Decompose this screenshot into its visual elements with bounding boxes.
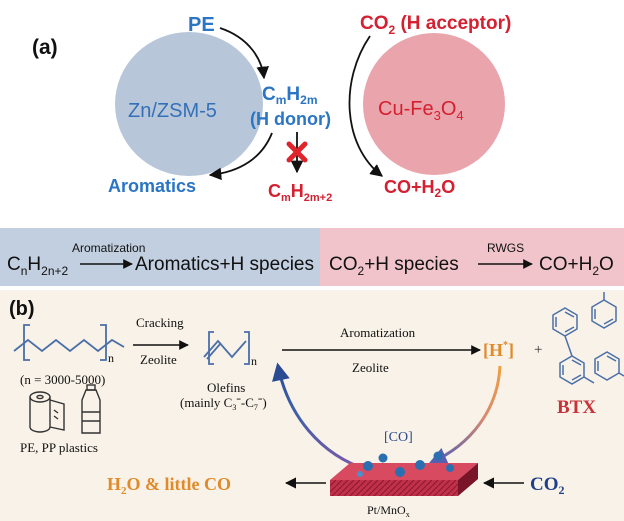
- h-species-label: [H*]: [483, 340, 514, 360]
- polymer-structure: [13, 324, 125, 361]
- band-aromatization-label: Aromatization: [72, 241, 145, 255]
- zeolite-label-2: Zeolite: [352, 360, 389, 375]
- pe-label: PE: [188, 14, 215, 36]
- panel-a-label: (a): [32, 36, 58, 59]
- btx-molecules: [552, 292, 624, 385]
- band-right: [320, 228, 624, 286]
- olefin-structure: [203, 331, 250, 365]
- band-rwgs-label: RWGS: [487, 241, 524, 255]
- band-co-h2o-label: CO+H2O: [539, 254, 614, 278]
- btx-label: BTX: [557, 397, 596, 418]
- n-range-label: (n = 3000-5000): [20, 372, 105, 387]
- reaction-band: CnH2n+2 Aromatization Aromatics+H specie…: [0, 228, 624, 286]
- cu-fe3o4-circle: [363, 33, 505, 175]
- cracking-label: Cracking: [136, 315, 184, 330]
- olefins-label: Olefins: [207, 380, 245, 395]
- pe-to-cmh2m-arrow: [219, 27, 270, 80]
- catalyst-label: Pt/MnOx: [367, 503, 410, 519]
- band-co2-h-label: CO2+H species: [329, 254, 459, 278]
- blocked-cross-icon: [286, 141, 308, 163]
- band-left: [0, 228, 320, 286]
- co2-to-coh2o-arrow: [348, 35, 383, 177]
- plus-sign: +: [534, 342, 542, 358]
- zn-zsm5-label: Zn/ZSM-5: [128, 100, 217, 122]
- co-h2o-label: CO+H2O: [384, 177, 455, 200]
- panel-b-label: (b): [9, 298, 35, 320]
- panel-b: (b) n (n = 3000-5000) PE, PP plastics: [0, 290, 624, 521]
- aromatization-label: Aromatization: [340, 325, 416, 340]
- cmh2m-to-aromatics-arrow: [208, 132, 273, 181]
- band-alkane-label: CnH2n+2: [7, 254, 69, 278]
- cmh2m-label: CmH2m: [262, 84, 317, 107]
- co2-inlet-label: CO2: [530, 474, 565, 497]
- plastic-bottle-icon: [81, 384, 101, 434]
- zn-zsm5-circle: [115, 32, 263, 176]
- h2o-little-co-label: H2O & little CO: [107, 474, 231, 497]
- catalyst-slab: [330, 451, 478, 496]
- polymer-n-subscript: n: [108, 351, 114, 365]
- h-species-to-catalyst-arrow: [428, 365, 502, 465]
- co-bracket-label: [CO]: [384, 430, 413, 445]
- zeolite-label-1: Zeolite: [140, 352, 177, 367]
- co2-acceptor-label: CO2 (H acceptor): [360, 13, 511, 37]
- plastics-label: PE, PP plastics: [20, 440, 98, 455]
- mainly-label: (mainly C3=-C7=): [180, 395, 267, 412]
- h-donor-label: (H donor): [250, 109, 331, 129]
- panel-a: (a) Zn/ZSM-5 Cu-Fe3O4 PE CO2 (H acceptor…: [32, 13, 511, 204]
- band-aromatics-h-label: Aromatics+H species: [135, 254, 314, 275]
- aromatics-label: Aromatics: [108, 176, 196, 196]
- plastic-roll-icon: [29, 391, 65, 433]
- cu-fe3o4-label: Cu-Fe3O4: [378, 98, 464, 123]
- olefin-n-subscript: n: [251, 354, 257, 368]
- alkane-label: CmH2m+2: [268, 181, 332, 204]
